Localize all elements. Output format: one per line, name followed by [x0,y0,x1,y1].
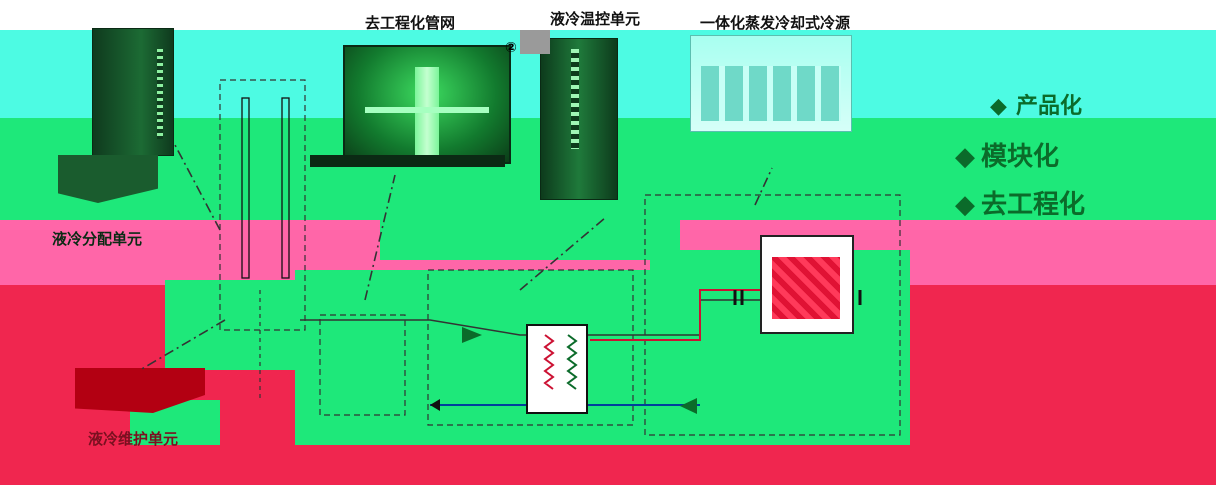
feature-item: ◆模块化 [955,136,1059,173]
label-liquid-cooling-distribution-unit: 液冷分配单元 [52,230,143,248]
feature-item: ◆ 产品化 [990,88,1082,120]
temp-control-unit-image [540,38,618,200]
feature-text: 去工程化 [981,190,1086,220]
cdu-pipe-left [241,97,250,279]
arrow-to-maintenance-unit [139,319,226,371]
hot-return-pipe [590,289,760,341]
system-block-mid-top [380,220,680,260]
label-integrated-evaporative-cooling-source: 一体化蒸发冷却式冷源 [700,14,851,32]
heat-exchanger-dashed-boundary [427,269,634,426]
feature-text: 产品化 [1016,94,1083,119]
system-block-center [295,270,655,445]
arrow-to-pipe-network [364,174,396,301]
temp-control-top-gray [520,30,550,54]
heat-exchanger [526,324,588,414]
arrow-to-cdu [174,144,221,231]
cooling-source-dashed-boundary [644,194,901,436]
diamond-bullet-icon: ◆ [990,94,1007,119]
label-liquid-cooling-maintenance-unit: 液冷维护单元 [88,430,179,448]
pump-dashed-boundary [319,314,406,416]
label-de-engineering-pipe-network: 去工程化管网 [365,14,456,32]
check-valve [430,399,440,411]
arrow-to-temp-control [519,217,606,291]
cdu-pipe-right [281,97,290,279]
callout-number: ② [505,40,517,56]
pipe-network-image [343,45,511,164]
cdu-cabinet-image [92,28,174,156]
pump-triangle-2 [680,398,697,414]
pipe-network-base [310,155,505,167]
label-liquid-cooling-temp-control-unit: 液冷温控单元 [550,10,641,28]
diamond-bullet-icon: ◆ [955,190,975,220]
heat-exchanger-coil-cold [566,334,578,390]
evaporative-cooling-source-image [690,35,852,132]
cooling-tank-image [760,235,854,334]
diamond-bullet-icon: ◆ [955,142,975,172]
arrow-to-cooling-source [754,167,773,206]
heat-exchanger-coil-hot [543,334,555,390]
feature-item: ◆去工程化 [955,184,1085,221]
pump-triangle-1 [462,327,482,343]
cdu-dashed-boundary [219,79,306,331]
feature-text: 模块化 [981,142,1060,172]
